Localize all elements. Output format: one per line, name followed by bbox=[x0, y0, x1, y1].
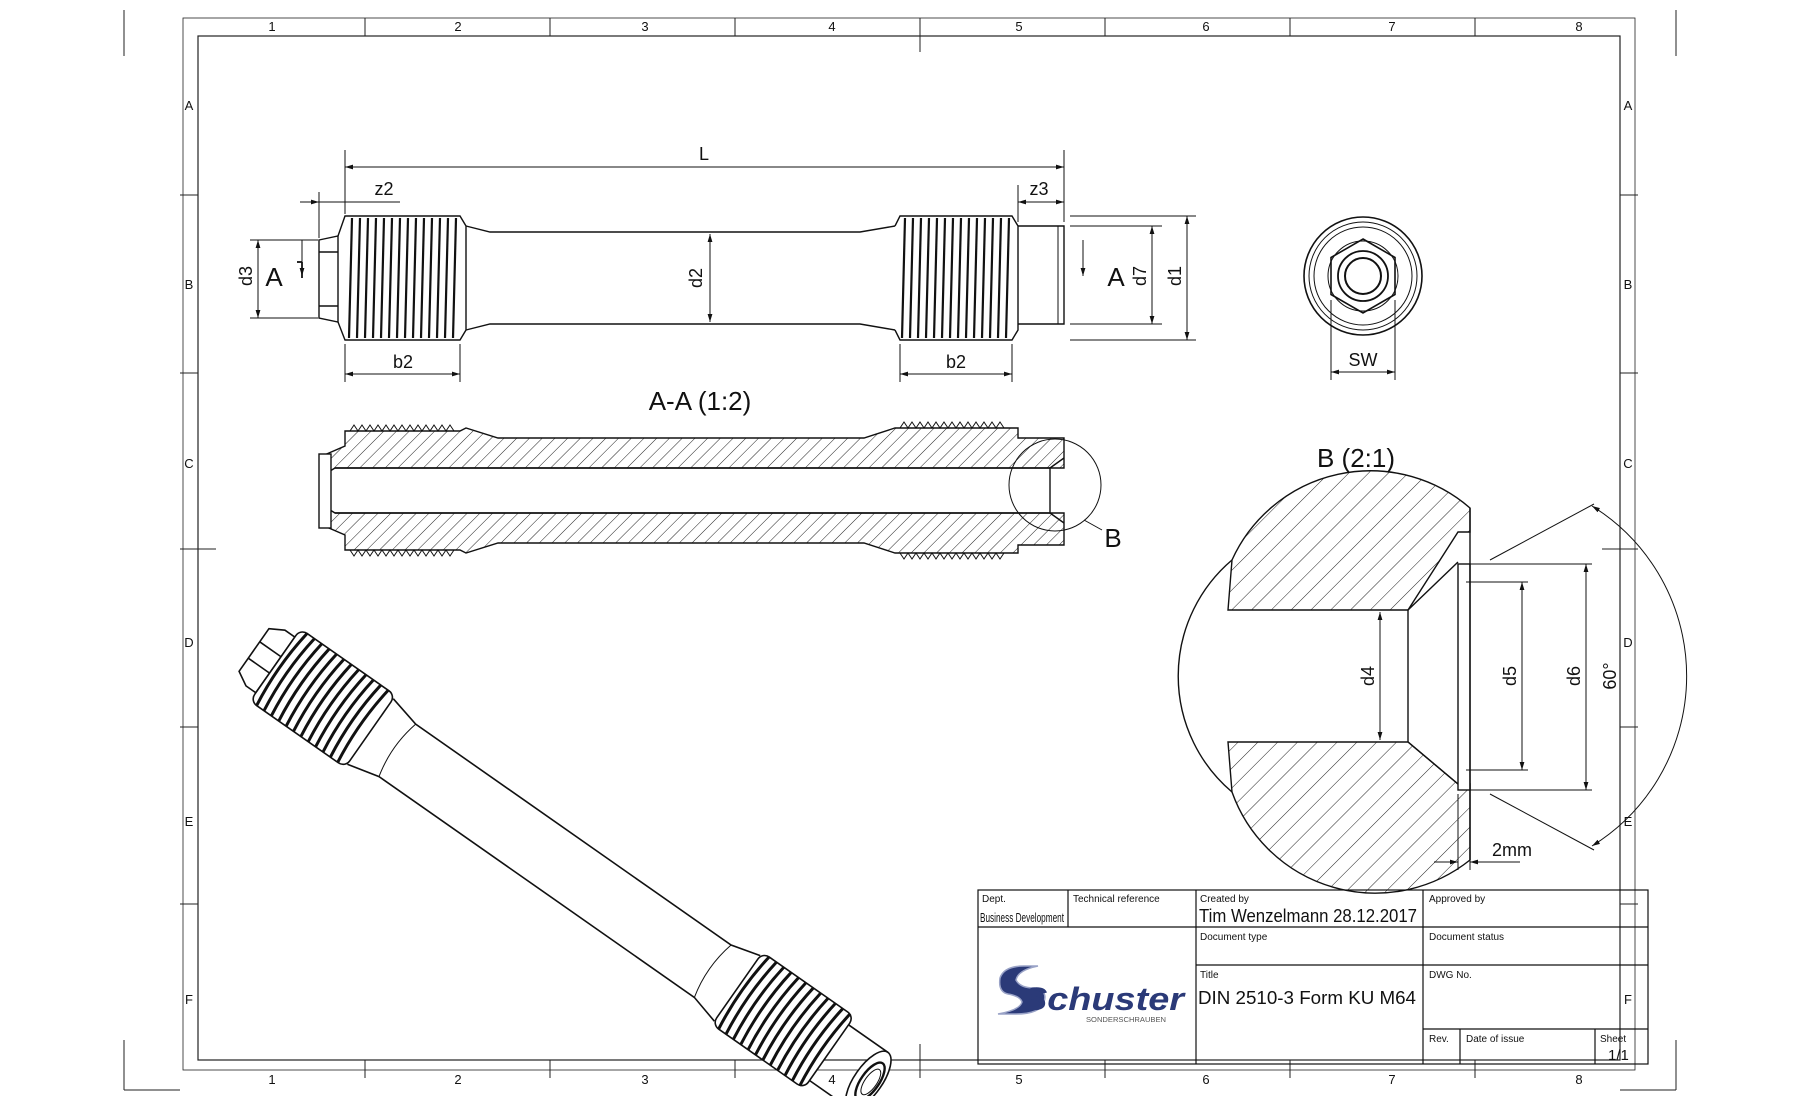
doc-type-label: Document type bbox=[1200, 932, 1268, 943]
doc-status-label: Document status bbox=[1429, 932, 1504, 943]
zone-labels: 1 2 3 4 5 6 7 8 1 2 3 4 5 6 7 8 A B C D … bbox=[184, 19, 1632, 1087]
dim-b2-right: b2 bbox=[946, 352, 966, 372]
zone-col-label: 1 bbox=[268, 1072, 275, 1087]
section-marker-left: A bbox=[265, 262, 283, 292]
dim-z3: z3 bbox=[1029, 179, 1048, 199]
dim-d2: d2 bbox=[686, 268, 706, 288]
title-label: Title bbox=[1200, 970, 1219, 981]
created-by-value: Tim Wenzelmann 28.12.2017 bbox=[1199, 906, 1417, 926]
zone-col-label: 8 bbox=[1575, 1072, 1582, 1087]
dim-d6: d6 bbox=[1564, 666, 1584, 686]
dim-b2-left: b2 bbox=[393, 352, 413, 372]
dim-L: L bbox=[699, 144, 709, 164]
front-view-dim-labels: L z2 z3 d3 d2 d7 d1 b2 b2 A A bbox=[236, 144, 1185, 372]
sheet-value: 1/1 bbox=[1608, 1047, 1629, 1064]
dim-angle: 60° bbox=[1600, 662, 1620, 689]
zone-row-label: C bbox=[184, 456, 193, 471]
front-view-dimensions bbox=[250, 150, 1196, 382]
zone-row-label: A bbox=[1624, 98, 1633, 113]
detail-view bbox=[1177, 470, 1471, 894]
zone-col-label: 2 bbox=[454, 19, 461, 34]
created-by-label: Created by bbox=[1200, 894, 1249, 905]
end-view bbox=[1303, 216, 1423, 380]
dim-d4: d4 bbox=[1358, 666, 1378, 686]
dept-label: Dept. bbox=[982, 894, 1006, 905]
zone-col-label: 6 bbox=[1202, 1072, 1209, 1087]
title-block-frame bbox=[977, 889, 1649, 1065]
zone-row-label: B bbox=[185, 277, 194, 292]
dim-d1: d1 bbox=[1165, 266, 1185, 286]
title-block-labels: Dept. Business Development Technical ref… bbox=[980, 894, 1629, 1064]
zone-col-label: 2 bbox=[454, 1072, 461, 1087]
section-marker-right: A bbox=[1107, 262, 1125, 292]
zone-row-label: F bbox=[1624, 992, 1632, 1007]
zone-row-label: E bbox=[185, 814, 194, 829]
dim-SW: SW bbox=[1349, 350, 1378, 370]
zone-col-label: 6 bbox=[1202, 19, 1209, 34]
company-logo: Schuster SONDERSCHRAUBEN bbox=[997, 965, 1186, 1024]
sheet-label: Sheet bbox=[1600, 1034, 1626, 1045]
dim-d5: d5 bbox=[1500, 666, 1520, 686]
zone-row-label: F bbox=[185, 992, 193, 1007]
logo-swoosh-icon bbox=[997, 965, 1046, 1015]
sheet-frame bbox=[123, 10, 1677, 1091]
approved-by-label: Approved by bbox=[1429, 894, 1485, 905]
zone-col-label: 5 bbox=[1015, 1072, 1022, 1087]
zone-col-label: 8 bbox=[1575, 19, 1582, 34]
zone-col-label: 5 bbox=[1015, 19, 1022, 34]
dim-gap: 2mm bbox=[1492, 840, 1532, 860]
dim-d3: d3 bbox=[236, 266, 256, 286]
zone-col-label: 4 bbox=[828, 19, 835, 34]
zone-ticks bbox=[180, 18, 1638, 1078]
section-view bbox=[318, 421, 1103, 560]
zone-row-label: E bbox=[1624, 814, 1633, 829]
dept-value: Business Development bbox=[980, 910, 1064, 925]
zone-col-label: 3 bbox=[641, 1072, 648, 1087]
isometric-view bbox=[238, 627, 892, 1096]
detail-marker: B bbox=[1104, 523, 1121, 553]
zone-row-label: C bbox=[1623, 456, 1632, 471]
zone-col-label: 1 bbox=[268, 19, 275, 34]
zone-col-label: 3 bbox=[641, 19, 648, 34]
detail-view-dimensions bbox=[1377, 503, 1688, 870]
date-issue-label: Date of issue bbox=[1466, 1034, 1525, 1045]
zone-col-label: 4 bbox=[828, 1072, 835, 1087]
dwg-no-label: DWG No. bbox=[1429, 970, 1472, 981]
rev-label: Rev. bbox=[1429, 1034, 1449, 1045]
detail-view-dim-labels: d4 d5 d6 60° 2mm bbox=[1358, 662, 1620, 860]
dim-d7: d7 bbox=[1130, 266, 1150, 286]
detail-view-label: B (2:1) bbox=[1317, 443, 1395, 473]
zone-row-label: D bbox=[1623, 635, 1632, 650]
logo-subtext: SONDERSCHRAUBEN bbox=[1086, 1017, 1166, 1024]
logo-text: Schuster bbox=[1022, 981, 1186, 1017]
zone-col-label: 7 bbox=[1388, 19, 1395, 34]
title-value: DIN 2510-3 Form KU M64 bbox=[1198, 988, 1416, 1008]
tech-ref-label: Technical reference bbox=[1073, 894, 1160, 905]
zone-col-label: 7 bbox=[1388, 1072, 1395, 1087]
zone-row-label: B bbox=[1624, 277, 1633, 292]
dim-z2: z2 bbox=[374, 179, 393, 199]
section-view-label: A-A (1:2) bbox=[649, 386, 752, 416]
zone-row-label: D bbox=[184, 635, 193, 650]
front-view bbox=[318, 215, 1065, 341]
zone-row-label: A bbox=[185, 98, 194, 113]
